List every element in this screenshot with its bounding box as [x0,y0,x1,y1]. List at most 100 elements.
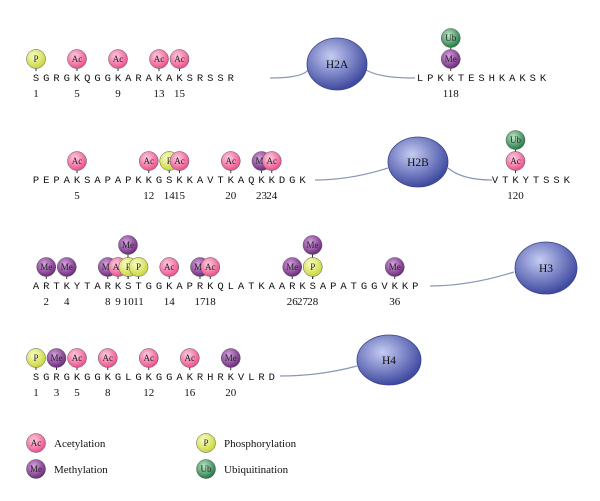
residue-letter: Y [523,175,530,187]
mod-ac-h2b [139,151,159,171]
residue-letter: A [94,281,101,293]
core-label: H4 [382,355,396,367]
residue-number: 8 [105,387,111,399]
residue-letter: K [115,281,122,293]
residue-letter: G [156,175,162,187]
tail-connector [429,271,515,287]
mod-ac-h2b [169,151,190,171]
residue-letter: K [228,372,235,384]
core-label: H2B [407,157,429,169]
legend-acetylation-icon [26,433,46,453]
residue-number: 9 [115,296,121,308]
residue-letter: A [238,175,245,187]
mod-me-h3 [57,257,77,277]
residue-letter: K [166,281,173,293]
core-h2a [306,37,368,91]
residue-letter: E [468,73,474,85]
mod-ub-h2b-label: Ub [510,135,521,145]
residue-number: 5 [74,88,80,100]
mod-ac-h2b-label: Ac [267,156,278,166]
mod-ac-h2b-label: Ac [226,156,237,166]
residue-letter: Q [217,281,223,293]
residue-letter: S [33,372,39,384]
residue-letter: A [33,281,40,293]
residue-letter: R [258,372,265,384]
residue-letter: S [478,73,484,85]
residue-letter: P [125,175,131,187]
mod-me-h3 [36,257,56,277]
mod-ac-h4-label: Ac [185,353,196,363]
residue-letter: K [540,73,547,85]
residue-letter: S [543,175,549,187]
mod-me-h3-label: Me [122,240,134,250]
legend-ubiquitination-icon-label: Ub [201,464,212,474]
residue-letter: A [340,281,347,293]
residue-letter: T [53,281,59,293]
residue-letter: L [228,281,234,293]
mod-ac-h2a [67,49,87,69]
residue-number: 14 [164,296,176,308]
mod-ac-h3 [200,257,220,277]
residue-number: 120 [507,190,524,202]
residue-letter: S [553,175,559,187]
residue-letter: R [289,281,296,293]
residue-number: 4 [64,296,70,308]
residue-letter: K [512,175,519,187]
mod-p-h3 [303,257,323,277]
mod-ac-h4 [139,348,159,368]
legend-phosphorylation-icon-label: P [203,438,208,448]
residue-letter: A [94,175,101,187]
residue-letter: K [146,175,153,187]
legend-ubiquitination-label: Ubiquitination [224,464,289,476]
residue-number: 16 [184,387,196,399]
residue-letter: S [125,281,131,293]
residue-letter: E [43,175,49,187]
residue-letter: H [489,73,495,85]
core-h4 [356,334,422,386]
residue-letter: S [530,73,536,85]
mod-ub-h2b [505,130,526,150]
tail-connector [314,167,389,181]
mod-ac-h4-label: Ac [144,353,155,363]
mod-me-h2b-label: Me [256,156,268,166]
residue-letter: K [74,175,81,187]
mod-ac-h4 [98,348,118,368]
residue-letter: A [125,73,132,85]
residue-letter: K [437,73,444,85]
residue-number: 28 [307,296,319,308]
tail-connector [365,69,416,79]
residue-letter: T [351,281,357,293]
residue-number: 8 [105,296,111,308]
residue-letter: K [187,175,194,187]
residue-letter: T [248,281,254,293]
residue-number: 14 [164,190,176,202]
residue-letter: V [492,175,499,187]
residue-letter: A [509,73,516,85]
residue-letter: L [125,372,131,384]
mod-ub-h2a-label: Ub [445,33,456,43]
residue-letter: S [187,73,193,85]
mod-p-h3-label: P [126,262,131,272]
legend-ubiquitination-icon [196,459,216,479]
mod-ac-h2a-label: Ac [113,54,124,64]
residue-letter: Y [74,281,81,293]
residue-letter: A [320,281,327,293]
residue-letter: A [176,281,183,293]
residue-letter: K [146,372,153,384]
residue-letter: P [53,175,59,187]
residue-letter: V [381,281,388,293]
residue-number: 1 [33,387,39,399]
mod-ac-h3-label: Ac [164,262,175,272]
residue-letter: R [217,372,224,384]
residue-letter: G [64,73,70,85]
residue-letter: G [84,372,90,384]
mod-p-h2a-label: P [33,54,38,64]
residue-number: 26 [287,296,299,308]
residue-letter: P [187,281,193,293]
residue-number: 17 [195,296,207,308]
residue-letter: R [53,73,60,85]
